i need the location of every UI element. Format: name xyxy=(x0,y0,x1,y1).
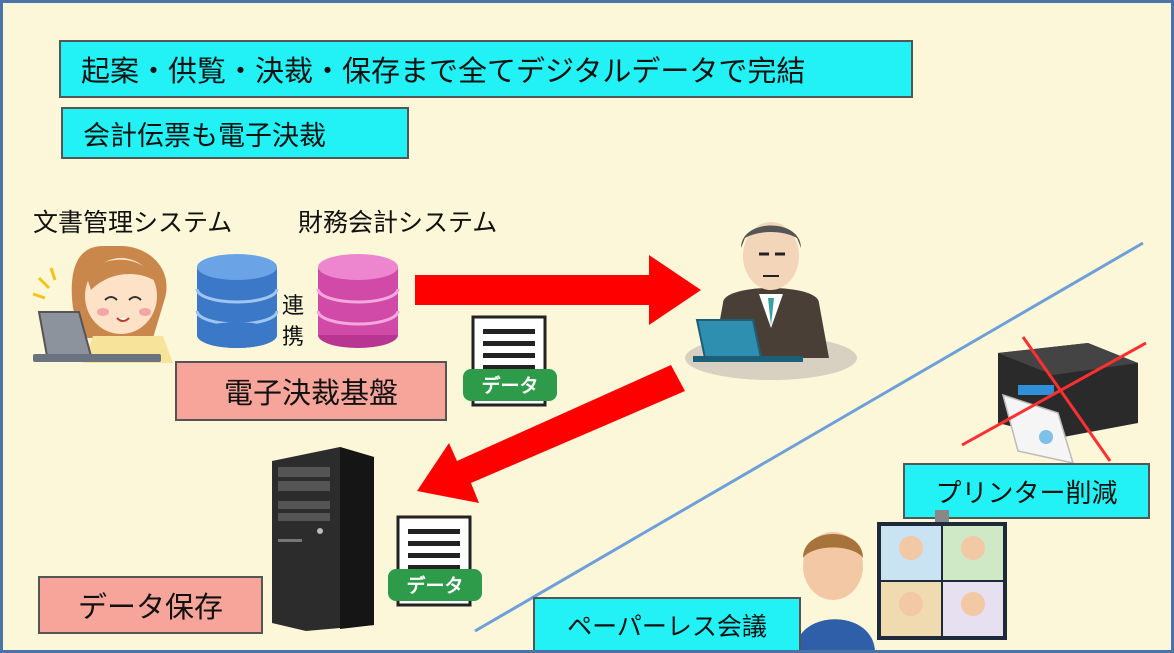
data-document-icon-top: データ xyxy=(463,315,557,407)
approval-flow-arrow xyxy=(415,255,701,325)
server-tower-icon xyxy=(272,447,374,631)
paperless-divider-line xyxy=(474,241,1144,633)
subheadline-text: 会計伝票も電子決裁 xyxy=(83,120,326,152)
platform-box: 電子決裁基盤 xyxy=(175,361,447,421)
headline-box: 起案・供覧・決裁・保存まで全てデジタルデータで完結 xyxy=(59,40,913,98)
finance-system-label: 財務会計システム xyxy=(298,208,498,237)
data-document-icon-bottom: データ xyxy=(388,515,482,607)
paperless-meeting-box: ペーパーレス会議 xyxy=(533,597,801,650)
storage-label: データ保存 xyxy=(77,590,223,624)
subheadline-box: 会計伝票も電子決裁 xyxy=(61,107,409,159)
link-label-1: 連 xyxy=(282,294,305,319)
headline-text: 起案・供覧・決裁・保存まで全てデジタルデータで完結 xyxy=(81,54,806,88)
doc-mgmt-database-icon xyxy=(195,254,279,348)
storage-flow-arrow xyxy=(417,365,685,503)
platform-label: 電子決裁基盤 xyxy=(223,376,398,410)
woman-with-laptop-illustration xyxy=(32,246,173,363)
printer-icon xyxy=(961,336,1147,465)
data-badge-text-bottom: データ xyxy=(406,574,463,597)
video-conference-illustration xyxy=(795,510,1007,650)
finance-database-icon xyxy=(316,254,400,348)
doc-mgmt-system-label: 文書管理システム xyxy=(33,208,233,237)
data-badge-text-top: データ xyxy=(481,374,538,397)
paperless-meeting-label: ペーパーレス会議 xyxy=(567,611,767,641)
manager-with-laptop-illustration xyxy=(685,222,857,380)
printer-reduction-label: プリンター削減 xyxy=(935,478,1118,509)
printer-reduction-box: プリンター削減 xyxy=(903,463,1150,519)
storage-box: データ保存 xyxy=(38,576,263,634)
link-label-2: 携 xyxy=(282,325,305,350)
